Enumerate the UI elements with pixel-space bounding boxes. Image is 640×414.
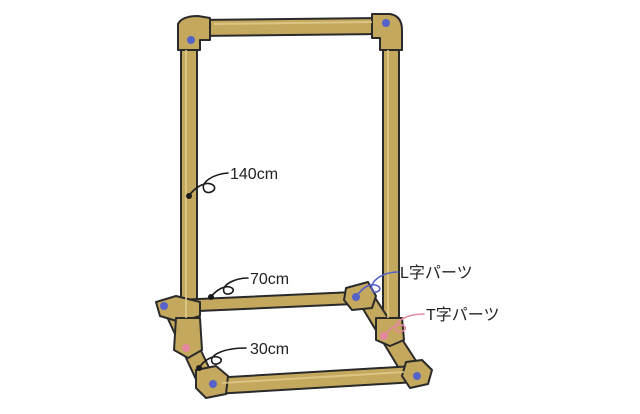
label-30cm: 30cm	[250, 341, 289, 358]
pipe-highlights	[185, 21, 405, 384]
top-right-l-joint	[371, 13, 403, 51]
l-marker-front-right	[413, 372, 421, 380]
label-70cm: 70cm	[250, 271, 289, 288]
t-marker-left	[182, 344, 190, 352]
left-lower-t-joint	[173, 317, 203, 359]
l-marker-top-right	[382, 19, 390, 27]
right-upright-pipe	[382, 35, 400, 323]
label-140cm: 140cm	[230, 166, 278, 183]
front-base-pipe	[211, 365, 417, 395]
leader-140	[188, 172, 229, 197]
left-upright-pipe	[180, 37, 198, 323]
label-l-part: L字パーツ	[400, 264, 473, 282]
rear-base-pipe	[175, 291, 355, 313]
l-marker-top-left	[187, 36, 195, 44]
top-left-l-joint	[177, 15, 211, 51]
leader-l-part	[355, 271, 399, 298]
leader-t-part	[383, 313, 425, 337]
l-marker-front-left	[209, 380, 217, 388]
leader-70	[210, 277, 249, 298]
rear-left-base-joint	[155, 295, 201, 323]
leader-30	[198, 347, 247, 369]
rear-right-base-joint	[343, 281, 377, 311]
leader-lines	[188, 172, 425, 369]
label-t-part: T字パーツ	[426, 306, 499, 324]
pipe-frame	[155, 13, 433, 399]
l-marker-rear-left	[160, 302, 168, 310]
top-pipe	[195, 17, 385, 37]
